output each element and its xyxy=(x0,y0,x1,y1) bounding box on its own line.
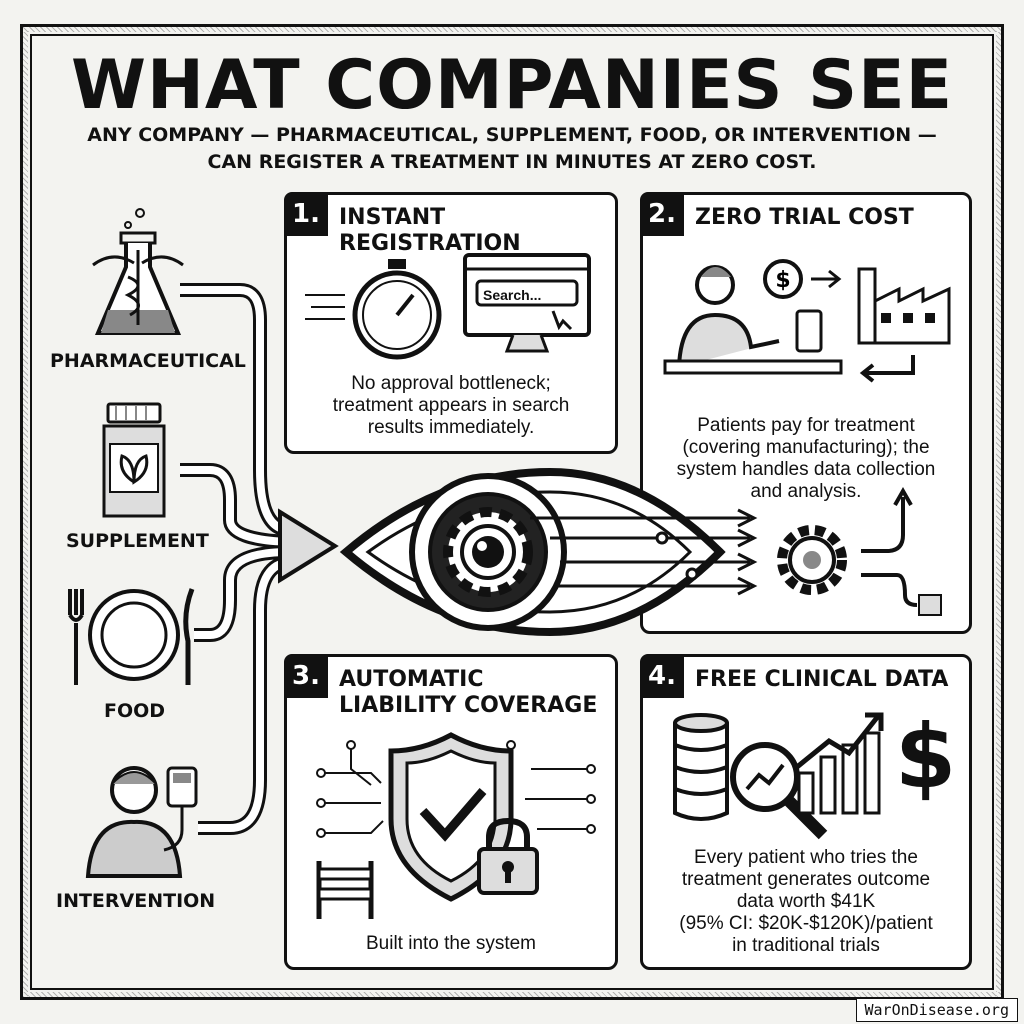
body-line: (covering manufacturing); the xyxy=(682,437,930,458)
panel-body: Every patient who tries the treatment ge… xyxy=(653,847,959,957)
eye-gear-icon xyxy=(339,467,758,637)
search-field-text: Search... xyxy=(483,287,542,303)
panel-body: Patients pay for treatment (covering man… xyxy=(653,415,959,503)
panel-title: INSTANT REGISTRATION xyxy=(339,205,521,256)
panel-instant-registration: 1. INSTANT REGISTRATION Search... No app… xyxy=(284,192,618,454)
body-line: system handles data collection xyxy=(676,459,936,480)
barrier-icon xyxy=(316,861,374,919)
flow-arrows xyxy=(180,283,339,835)
padlock-icon xyxy=(477,817,539,895)
panel-title: ZERO TRIAL COST xyxy=(695,205,914,230)
panel-title: FREE CLINICAL DATA xyxy=(695,667,949,692)
category-supplement: SUPPLEMENT xyxy=(66,530,209,552)
database-icon xyxy=(673,713,729,821)
panel-number: 3. xyxy=(284,654,328,698)
svg-text:$: $ xyxy=(775,268,790,293)
shield-check-icon xyxy=(316,732,596,902)
outer-frame xyxy=(20,24,1004,1000)
subtitle-line-2: CAN REGISTER A TREATMENT IN MINUTES AT Z… xyxy=(207,151,817,173)
panel-body: Built into the system xyxy=(297,933,605,955)
dollar-symbol: $ xyxy=(895,705,957,808)
title-line: AUTOMATIC xyxy=(339,667,484,692)
body-line: and analysis. xyxy=(750,481,862,502)
body-line: Every patient who tries the xyxy=(694,847,918,868)
category-food: FOOD xyxy=(104,700,166,722)
title-line: LIABILITY COVERAGE xyxy=(339,693,598,718)
body-line: data worth $41K xyxy=(736,891,876,912)
body-line: No approval bottleneck; xyxy=(351,373,551,394)
body-line: Built into the system xyxy=(365,933,537,954)
page-title: WHAT COMPANIES SEE xyxy=(70,46,954,125)
factory-icon: $ xyxy=(763,259,951,383)
body-line: Patients pay for treatment xyxy=(697,415,915,436)
panel-title: AUTOMATIC LIABILITY COVERAGE xyxy=(339,667,597,719)
inner-frame xyxy=(30,34,994,990)
body-line: treatment appears in search xyxy=(332,395,570,416)
watermark: WarOnDisease.org xyxy=(855,998,1018,1022)
category-intervention: INTERVENTION xyxy=(56,890,216,912)
panel-number: 2. xyxy=(640,192,684,236)
panel-body: No approval bottleneck; treatment appear… xyxy=(297,373,605,439)
supplement-jar-icon xyxy=(102,402,166,518)
panel-number: 4. xyxy=(640,654,684,698)
plate-cutlery-icon xyxy=(68,588,195,685)
output-arrows xyxy=(861,486,942,616)
body-line: (95% CI: $20K-$120K)/patient xyxy=(679,913,933,934)
gear-icon xyxy=(777,525,847,595)
magnifier-icon xyxy=(730,742,828,840)
panel-free-clinical-data: 4. FREE CLINICAL DATA $ Every patient wh… xyxy=(640,654,972,970)
body-line: treatment generates outcome xyxy=(681,869,931,890)
subtitle-line-1: ANY COMPANY — PHARMACEUTICAL, SUPPLEMENT… xyxy=(87,124,937,146)
panel-number: 1. xyxy=(284,192,328,236)
subtitle: ANY COMPANY — PHARMACEUTICAL, SUPPLEMENT… xyxy=(60,122,964,176)
stopwatch-icon xyxy=(305,259,442,360)
flask-caduceus-icon xyxy=(92,208,184,335)
patient-payment-icon xyxy=(663,265,843,375)
category-pharmaceutical: PHARMACEUTICAL xyxy=(50,350,246,372)
clinician-device-icon xyxy=(85,766,198,878)
body-line: results immediately. xyxy=(367,417,535,438)
body-line: in traditional trials xyxy=(732,935,880,956)
search-window-icon xyxy=(463,253,591,353)
growth-chart-icon xyxy=(795,712,884,815)
panel-automatic-liability-coverage: 3. AUTOMATIC LIABILITY COVERAGE Built in… xyxy=(284,654,618,970)
